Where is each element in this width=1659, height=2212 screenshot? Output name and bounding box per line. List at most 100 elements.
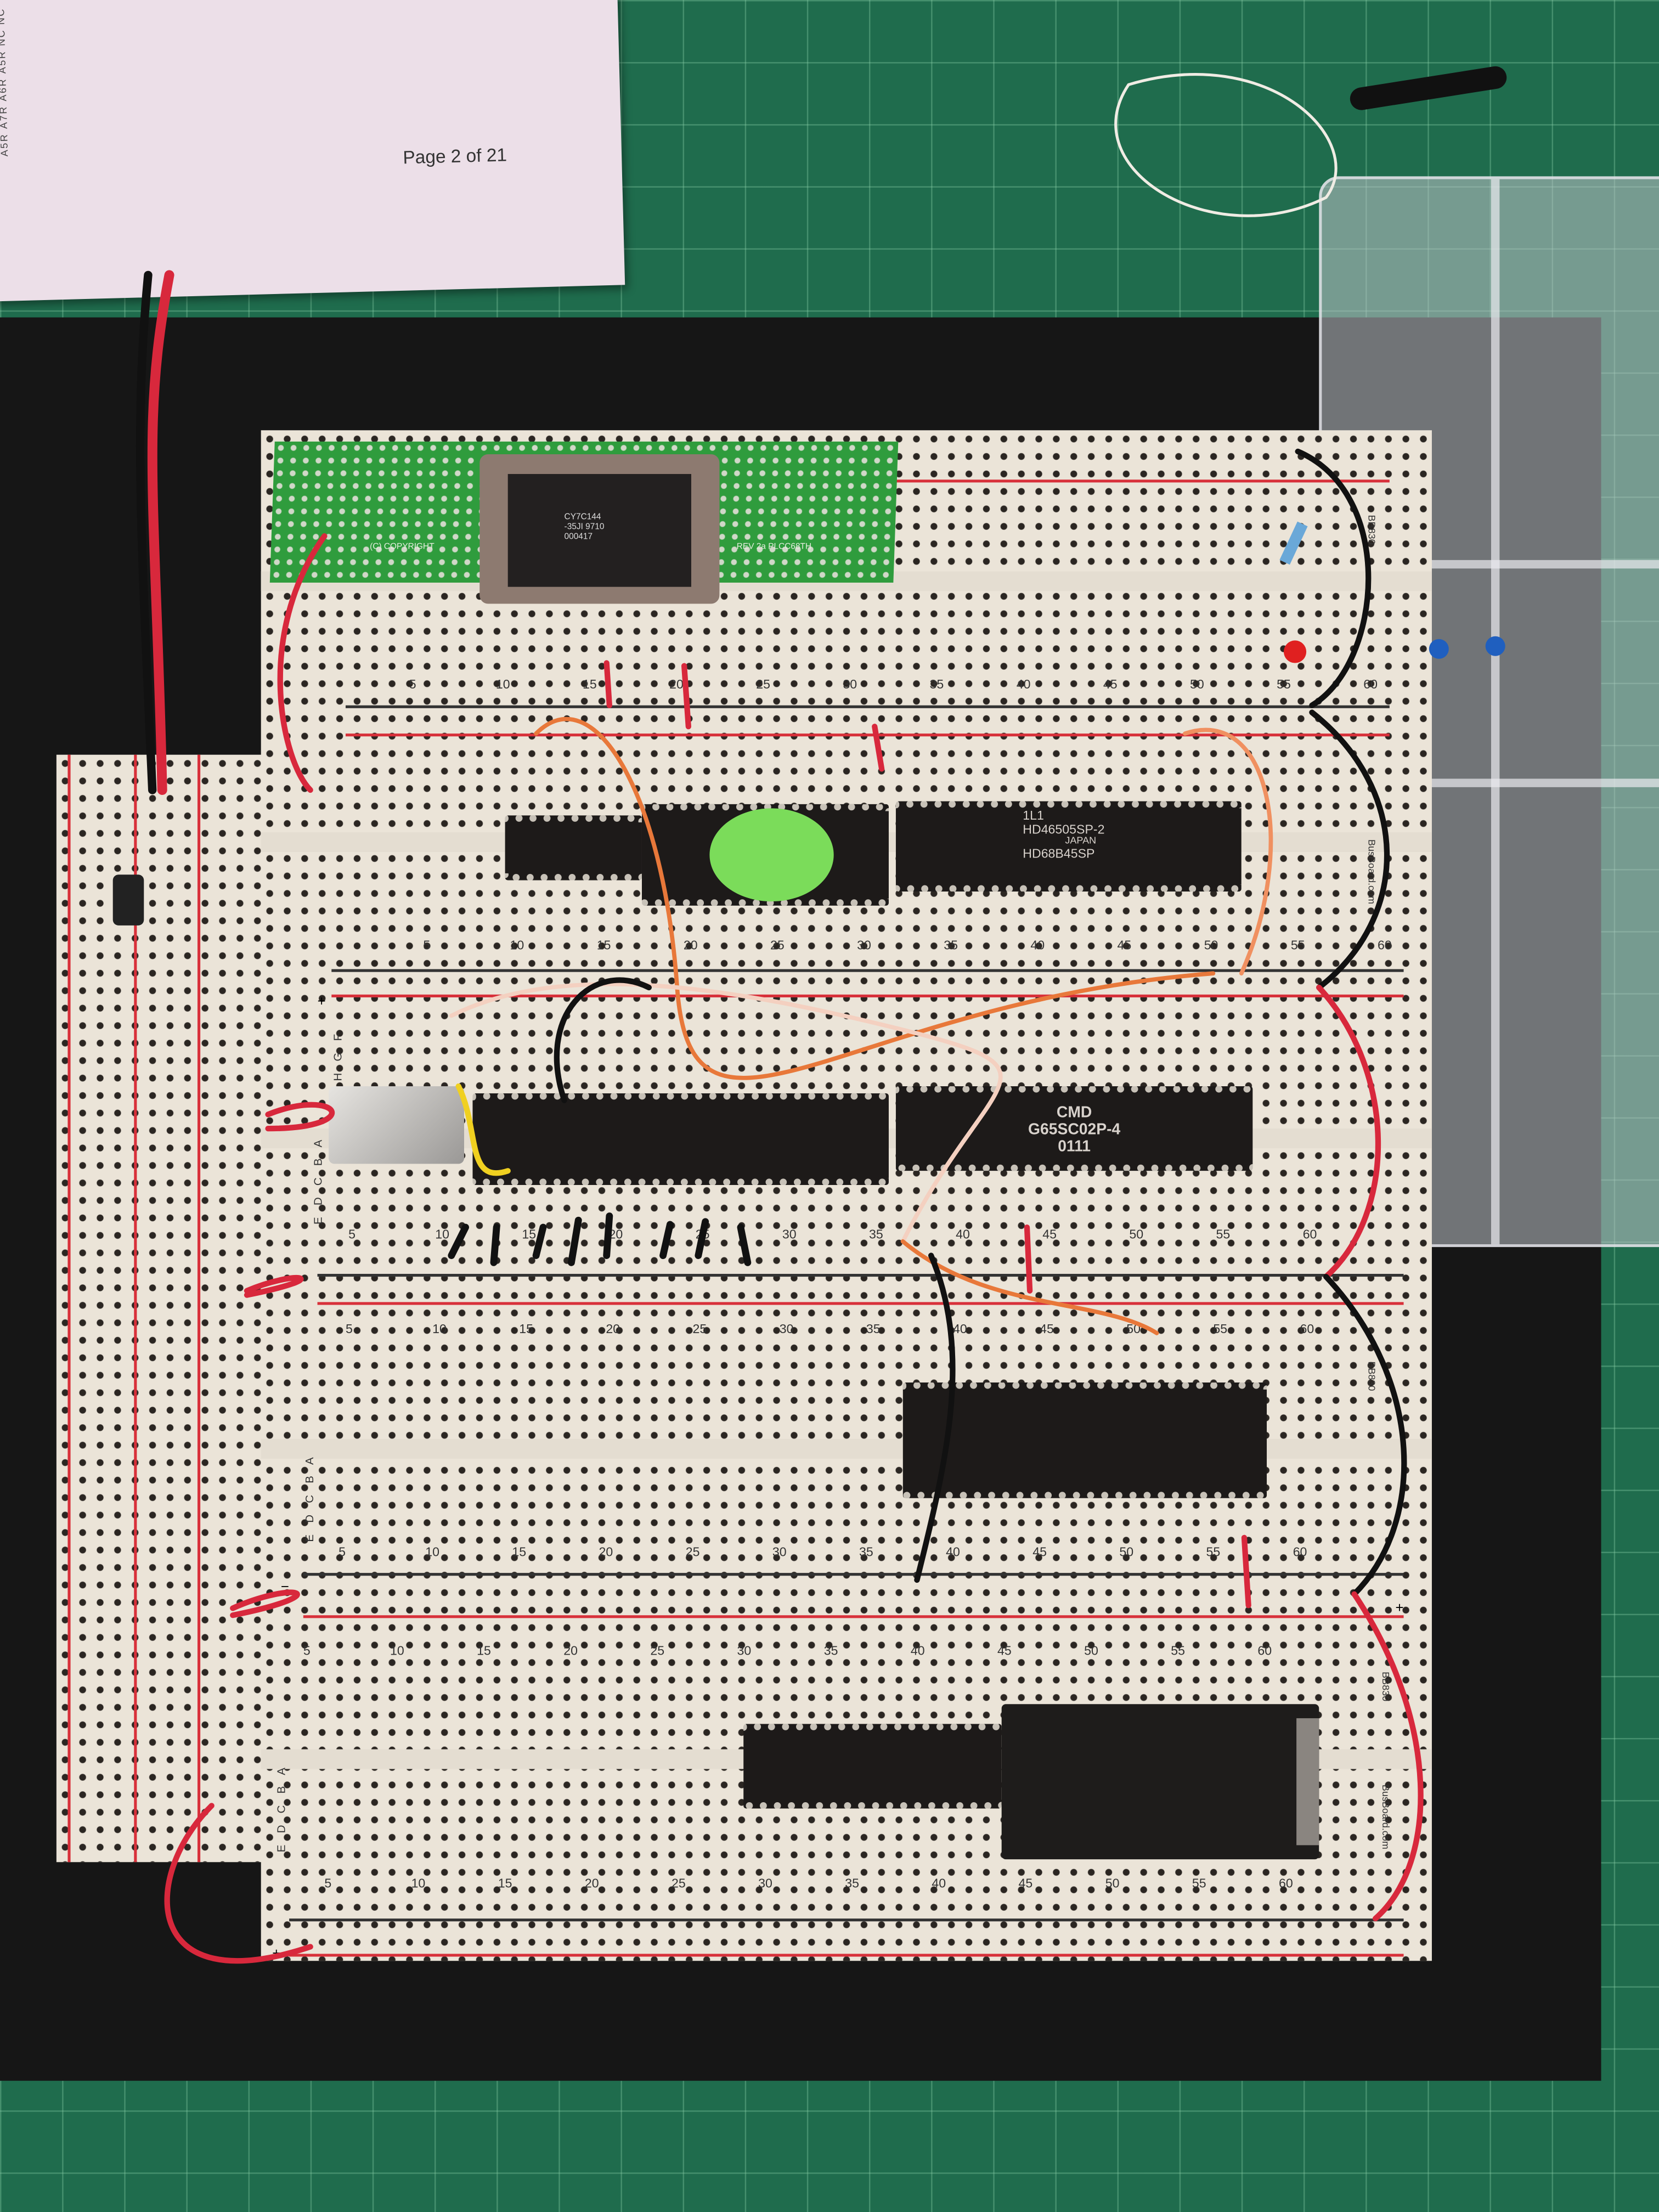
wire-orange [900, 1239, 1159, 1335]
chip-marking: JAPAN [1065, 836, 1097, 847]
column-number: 15 [596, 938, 611, 952]
column-number: 30 [843, 677, 857, 691]
column-number: 15 [498, 1876, 512, 1891]
resistor [1279, 521, 1308, 565]
plcc-socket: CY7C144 -35JI 9710 000417 [479, 454, 720, 604]
column-number: 30 [782, 1227, 797, 1242]
column-number: 50 [1105, 1876, 1120, 1891]
column-number: 10 [495, 677, 510, 691]
column-number: 15 [519, 1322, 534, 1336]
column-number: 30 [737, 1643, 752, 1658]
chip-marking: -35JI 9710 [564, 523, 605, 532]
short-jumpers [448, 1212, 752, 1266]
plus-marker: + [317, 994, 326, 1011]
column-number: 50 [1129, 1227, 1144, 1242]
chip-marking: HD46505SP-2 [1023, 822, 1105, 837]
column-number: 40 [910, 1643, 925, 1658]
capacitor [112, 874, 144, 926]
ceramic-capacitor [1485, 636, 1505, 656]
chip-marking: CY7C144 [564, 513, 601, 522]
chip-marking: 0111 [1058, 1138, 1091, 1155]
board-model-label: BB830 [1379, 1672, 1390, 1702]
column-number: 15 [522, 1227, 537, 1242]
wire-black [554, 977, 652, 1103]
column-number: 25 [756, 677, 771, 691]
column-number: 40 [932, 1876, 946, 1891]
zif-socket [1001, 1704, 1319, 1860]
column-number: 20 [584, 1876, 599, 1891]
column-number: 60 [1293, 1544, 1307, 1559]
column-number: 50 [1204, 938, 1218, 952]
column-number: 55 [1192, 1876, 1206, 1891]
column-number: 20 [683, 938, 698, 952]
column-number: 5 [345, 1322, 353, 1336]
board-model-label: BB830 [1365, 515, 1376, 545]
eprom-chip [641, 804, 889, 906]
column-number: 45 [1032, 1544, 1047, 1559]
column-number: 25 [692, 1322, 707, 1336]
wire-black [1323, 1273, 1407, 1597]
column-number: 45 [1018, 1876, 1033, 1891]
column-number: 60 [1257, 1643, 1272, 1658]
column-number: 5 [303, 1643, 311, 1658]
column-number: 55 [1213, 1322, 1228, 1336]
column-number: 10 [425, 1544, 440, 1559]
zif-lever [1296, 1718, 1319, 1846]
eprom-window-sticker [709, 808, 834, 902]
chip-marking: 000417 [564, 533, 593, 542]
column-number: 5 [423, 938, 431, 952]
crtc-chip: 1L1 HD46505SP-2 JAPAN HD68B45SP [895, 801, 1242, 892]
power-wire-red [147, 270, 174, 795]
column-number: 45 [997, 1643, 1012, 1658]
column-number: 10 [510, 938, 524, 952]
ic-socket [472, 1093, 889, 1185]
column-number: 45 [1117, 938, 1132, 952]
dual-port-ram-chip: CY7C144 -35JI 9710 000417 [507, 473, 691, 587]
ceramic-capacitor [1429, 639, 1449, 659]
wire-black [914, 1252, 956, 1583]
wire-red [265, 1102, 335, 1132]
led [1283, 640, 1307, 663]
column-number: 40 [1030, 938, 1045, 952]
column-number: 40 [1016, 677, 1031, 691]
column-number: 50 [1189, 677, 1204, 691]
column-number: 30 [772, 1544, 787, 1559]
column-number: 20 [606, 1322, 620, 1336]
column-number: 55 [1171, 1643, 1186, 1658]
column-number: 10 [411, 1876, 426, 1891]
chip-marking: G65SC02P-4 [1028, 1121, 1121, 1139]
column-number: 35 [845, 1876, 860, 1891]
column-number: 20 [669, 677, 684, 691]
column-number: 45 [1040, 1322, 1054, 1336]
column-number: 60 [1300, 1322, 1314, 1336]
short-jumpers-red [603, 660, 1251, 1609]
wire-orange-twisted [1183, 727, 1273, 976]
column-number: 50 [1119, 1544, 1134, 1559]
wire-red [230, 1589, 300, 1618]
ic-socket [743, 1724, 1002, 1809]
column-number: 55 [1206, 1544, 1221, 1559]
ic-socket [505, 815, 642, 881]
column-number: 40 [946, 1544, 960, 1559]
column-number: 35 [859, 1544, 873, 1559]
wire-red [277, 533, 328, 793]
column-number: 25 [770, 938, 785, 952]
wire-red [164, 1803, 313, 1964]
column-number: 15 [582, 677, 597, 691]
column-number: 45 [1103, 677, 1118, 691]
column-number: 10 [435, 1227, 450, 1242]
dc-barrel-cable [1350, 66, 1507, 110]
column-number: 35 [823, 1643, 838, 1658]
wire-black [1295, 448, 1372, 708]
main-breadboard: BB830 BB830 BB830 BusBoard.com BusBoard.… [261, 430, 1432, 1962]
board-model-label: BB830 [1365, 1361, 1376, 1391]
wire-red [1351, 1591, 1424, 1922]
column-number: 60 [1363, 677, 1378, 691]
column-number: 50 [1084, 1643, 1098, 1658]
column-number: 15 [512, 1544, 527, 1559]
